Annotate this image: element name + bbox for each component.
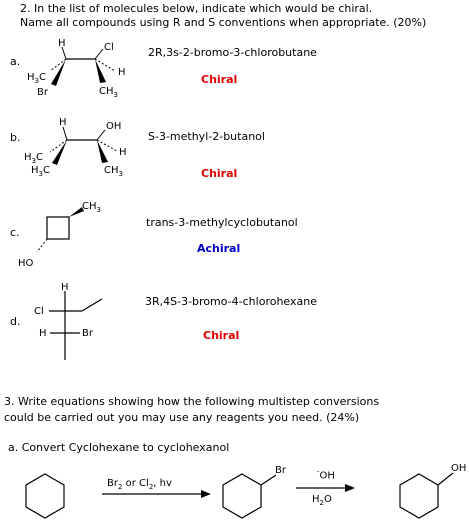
question-3-line-2: could be carried out you may use any rea…	[4, 411, 360, 424]
question-3-line-1: 3. Write equations showing how the follo…	[4, 395, 380, 408]
item-b-atom-h2: H	[119, 147, 127, 158]
item-b-letter: b.	[10, 131, 21, 144]
item-c-name: trans-3-methylcyclobutanol	[146, 216, 298, 229]
item-d-verdict: Chiral	[203, 329, 240, 342]
item-a-name: 2R,3s-2-bromo-3-chlorobutane	[148, 46, 317, 59]
question-2-line-2: Name all compounds using R and S convent…	[20, 16, 427, 29]
item-a-atom-h2: H	[118, 67, 126, 78]
item-a-atom-h3c: H3C	[27, 72, 46, 85]
item-b-atom-ch3: CH3	[104, 165, 123, 178]
item-b-name: S-3-methyl-2-butanol	[148, 130, 265, 143]
item-d-atom-cl: Cl	[34, 306, 44, 317]
item-c-atom-ho: HO	[18, 258, 34, 269]
item-a-atom-h: H	[58, 38, 66, 49]
item-d-atom-br: Br	[82, 328, 93, 339]
reagent-2-bottom: H2O	[312, 494, 332, 507]
reagent-1: Br2 or Cl2, hv	[107, 478, 172, 491]
item-d-atom-h2: H	[39, 328, 47, 339]
question-2-line-1: 2. In the list of molecules below, indic…	[20, 2, 373, 15]
item-b-atom-h: H	[59, 117, 67, 128]
item-a-atom-br: Br	[37, 87, 48, 98]
bromo-label: Br	[275, 465, 286, 476]
item-a-atom-ch3: CH3	[99, 86, 118, 99]
item-c-verdict: Achiral	[197, 242, 241, 255]
item-b-verdict: Chiral	[201, 167, 238, 180]
reagent-2-top: -OH	[317, 468, 335, 482]
item-a-letter: a.	[10, 55, 21, 68]
item-b-atom-oh: OH	[106, 121, 122, 132]
item-b-atom-h3c-1: H3C	[24, 152, 43, 165]
question-3-part-a: a. Convert Cyclohexane to cyclohexanol	[8, 441, 230, 454]
item-a-verdict: Chiral	[201, 73, 238, 86]
item-c-letter: c.	[10, 226, 20, 239]
item-d-letter: d.	[10, 315, 21, 328]
item-b-atom-h3c-2: H3C	[31, 165, 50, 178]
item-a-atom-cl: Cl	[104, 42, 114, 53]
item-d-atom-h1: H	[61, 282, 69, 293]
item-c-atom-ch3: CH3	[82, 201, 101, 214]
hydroxyl-label: OH	[451, 463, 467, 474]
item-d-name: 3R,4S-3-bromo-4-chlorohexane	[145, 295, 317, 308]
